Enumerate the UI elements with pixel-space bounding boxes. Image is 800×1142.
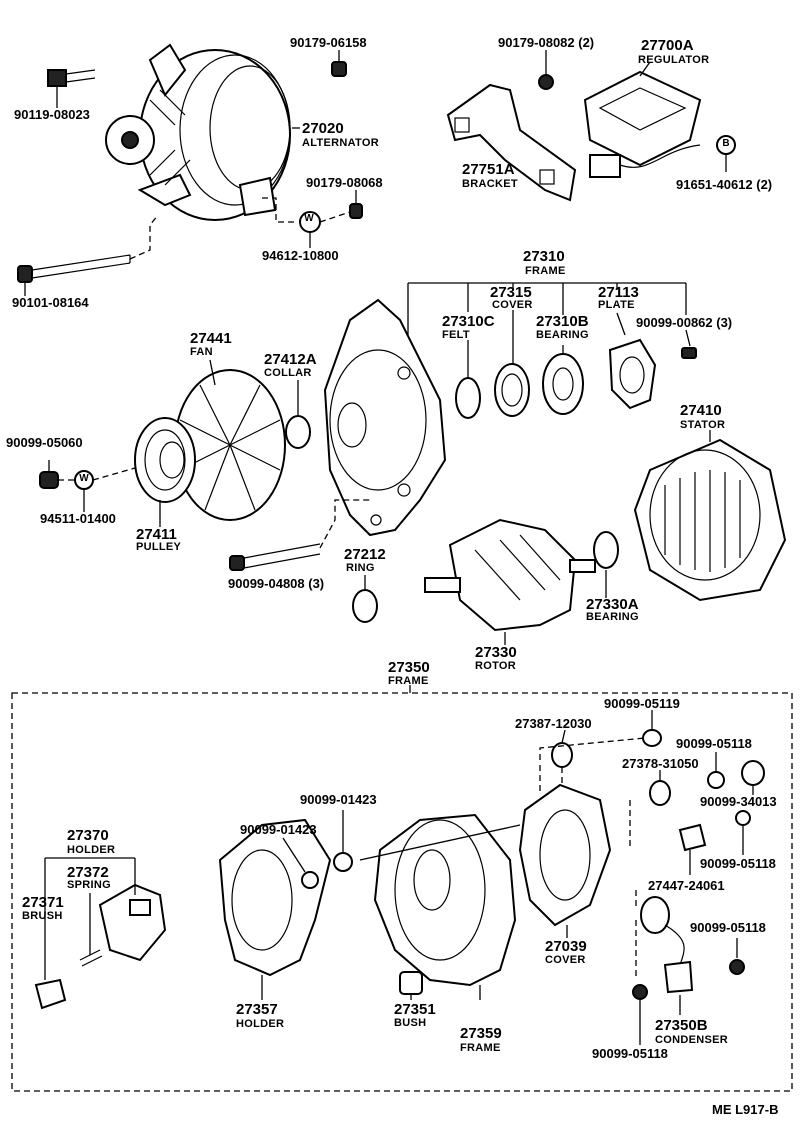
reference-code: ME L917-B (712, 1102, 779, 1117)
label-collar: COLLAR (264, 367, 312, 379)
label-94511-01400: 94511-01400 (40, 511, 116, 526)
label-27350b: 27350B (655, 1017, 708, 1034)
label-27330a: 27330A (586, 596, 639, 613)
label-27751a: 27751A (462, 161, 515, 178)
label-27447-24061: 27447-24061 (648, 878, 725, 893)
label-27387-12030: 27387-12030 (515, 716, 592, 731)
label-90099-04808: 90099-04808 (3) (228, 576, 325, 591)
label-90119-08023: 90119-08023 (14, 107, 90, 122)
label-27310: 27310 (523, 248, 565, 265)
label-27412a: 27412A (264, 351, 317, 368)
label-90099-05119: 90099-05119 (604, 696, 680, 711)
label-90099-34013: 90099-34013 (700, 794, 777, 809)
label-27372: 27372 (67, 864, 109, 881)
label-27371: 27371 (22, 894, 64, 911)
label-regulator: REGULATOR (638, 54, 710, 66)
label-felt: FELT (442, 329, 470, 341)
frame-group-box (11, 692, 793, 1092)
label-bearing-top: BEARING (536, 329, 589, 341)
washer-w-marker-2: W (79, 473, 89, 484)
label-bearing-mid: BEARING (586, 611, 639, 623)
bracket-line-27310 (407, 282, 691, 378)
label-27441: 27441 (190, 330, 232, 347)
label-90179-08082: 90179-08082 (2) (498, 35, 595, 50)
label-90099-05118-b: 90099-05118 (700, 856, 776, 871)
label-90099-05118-c: 90099-05118 (690, 920, 766, 935)
through-bolt-drawing (229, 499, 370, 571)
label-plate: PLATE (598, 299, 635, 311)
label-27212: 27212 (344, 546, 386, 563)
label-27411: 27411 (136, 526, 177, 543)
label-27351: 27351 (394, 1001, 436, 1018)
label-pulley: PULLEY (136, 541, 182, 553)
label-rotor: ROTOR (475, 660, 517, 672)
label-27315: 27315 (490, 284, 532, 301)
label-27370: 27370 (67, 827, 109, 844)
label-spring: SPRING (67, 879, 111, 891)
label-27700a: 27700A (641, 37, 694, 54)
label-27310b: 27310B (536, 313, 589, 330)
alternator-drawing (105, 43, 291, 221)
label-holder-b: HOLDER (236, 1018, 285, 1030)
condenser-drawing (640, 896, 694, 994)
label-cover-top: COVER (492, 299, 533, 311)
stator-drawing (633, 438, 787, 602)
label-cover-box: COVER (545, 954, 586, 966)
label-27357: 27357 (236, 1001, 278, 1018)
label-ring: RING (346, 562, 375, 574)
washer-w-marker: W (304, 213, 314, 224)
label-bush: BUSH (394, 1017, 427, 1029)
label-27410: 27410 (680, 402, 722, 419)
label-90101-08164: 90101-08164 (12, 295, 89, 310)
bracket-drawing (446, 83, 577, 202)
drive-end-frame-drawing (323, 298, 447, 537)
label-frame-box: FRAME (388, 675, 429, 687)
label-90099-05060: 90099-05060 (6, 435, 83, 450)
label-94612-10800: 94612-10800 (262, 248, 339, 263)
label-27020: 27020 (302, 120, 344, 137)
regulator-drawing (583, 70, 702, 178)
label-stator: STATOR (680, 419, 726, 431)
label-27330: 27330 (475, 644, 517, 661)
pulley-drawing (134, 417, 196, 503)
label-holder-a: HOLDER (67, 844, 116, 856)
label-90099-05118-d: 90099-05118 (592, 1046, 668, 1061)
label-90099-01423-a: 90099-01423 (300, 792, 377, 807)
bolt-90101-08164-drawing (17, 214, 159, 296)
cover-27039-drawing (518, 783, 612, 927)
label-90099-01423-b: 90099-01423 (240, 822, 317, 837)
label-frame-bottom: FRAME (460, 1042, 501, 1054)
label-condenser: CONDENSER (655, 1034, 728, 1046)
label-90179-08068: 90179-08068 (306, 175, 383, 190)
label-90179-06158: 90179-06158 (290, 35, 367, 50)
label-90099-05118-a: 90099-05118 (676, 736, 752, 751)
label-91651-40612: 91651-40612 (2) (676, 177, 773, 192)
label-brush: BRUSH (22, 910, 63, 922)
callout-b-marker: B (722, 138, 730, 149)
label-27378-31050: 27378-31050 (622, 756, 699, 771)
label-27039: 27039 (545, 938, 587, 955)
label-fan: FAN (190, 346, 213, 358)
rear-frame-drawing (359, 813, 521, 987)
holder-27357-drawing (218, 818, 332, 977)
label-27310c: 27310C (442, 313, 495, 330)
nut-90179-06158-drawing (331, 61, 347, 77)
label-27359: 27359 (460, 1025, 502, 1042)
label-90099-00862: 90099-00862 (3) (636, 315, 733, 330)
rotor-drawing (424, 518, 596, 632)
bolt-90119-08023-drawing (47, 69, 96, 108)
label-alternator: ALTERNATOR (302, 137, 379, 149)
label-27113: 27113 (598, 284, 639, 301)
label-frame-top: FRAME (525, 265, 566, 277)
label-bracket: BRACKET (462, 178, 518, 190)
label-27350: 27350 (388, 659, 430, 676)
